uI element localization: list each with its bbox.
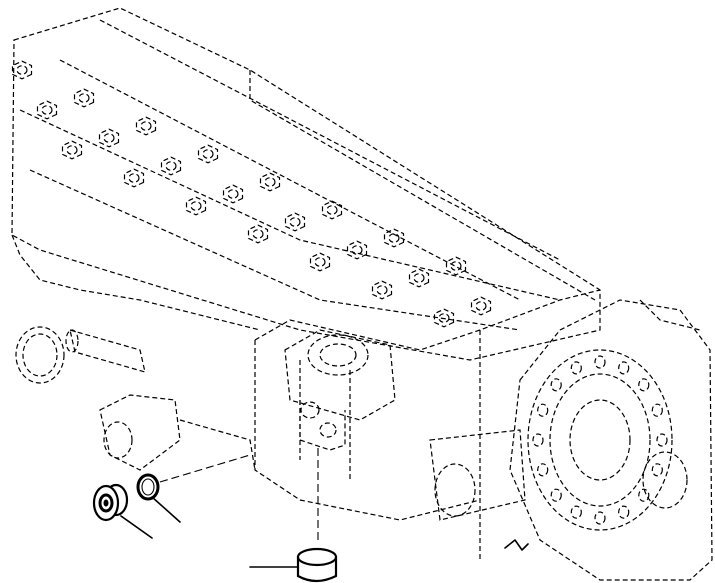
nut-bore (376, 285, 388, 295)
nut-bore (78, 93, 90, 103)
hex-nut-icon (73, 88, 95, 108)
bolt-hole (550, 488, 562, 502)
nut-bore (16, 65, 28, 75)
bolt-hole (656, 433, 668, 447)
hex-nut-icon (247, 224, 269, 244)
bolt-hole (550, 378, 562, 392)
thermostat-housing (284, 329, 396, 451)
hex-nut-icon (98, 128, 120, 148)
hex-nut-icon (222, 184, 244, 204)
hex-nut-icon (383, 228, 405, 248)
bolt-hole (594, 511, 606, 525)
hex-nut-icon (11, 60, 33, 80)
cylinder-head-outline (11, 7, 601, 361)
hex-nut-icon (197, 144, 219, 164)
plug-leader-line (120, 515, 153, 539)
nut-bore (326, 205, 338, 215)
nut-bore (289, 217, 301, 227)
bolt-hole (638, 378, 650, 392)
o-ring-leader-line (151, 496, 181, 523)
nut-bore (140, 121, 152, 131)
hex-nut-icon (259, 172, 281, 192)
hex-nut-icon (408, 268, 430, 288)
nut-bore (128, 173, 140, 183)
hex-nut-icon (445, 256, 467, 276)
nut-bore (252, 229, 264, 239)
flywheel-housing (509, 299, 713, 581)
bolt-hole (537, 403, 549, 417)
hex-nut-icon (61, 140, 83, 160)
front-housing-outline (254, 289, 601, 560)
bolt-hole (651, 403, 663, 417)
bolt-hole (638, 488, 650, 502)
bolt-hole (618, 361, 630, 375)
hex-nut-icon (433, 308, 455, 328)
hex-nut-icon (284, 212, 306, 232)
bolt-hole (594, 355, 606, 369)
hex-nut-icon (321, 200, 343, 220)
bolt-hole (570, 361, 582, 375)
o-ring-axis-line (159, 454, 251, 483)
bolt-circle (532, 355, 668, 525)
bolt-hole (537, 463, 549, 477)
hex-nut-icon (185, 196, 207, 216)
nut-bore (227, 189, 239, 199)
nut-bore (438, 313, 450, 323)
nut-bore (388, 233, 400, 243)
nut-bore (66, 145, 78, 155)
bolt-hole (570, 505, 582, 519)
valve-gear-cluster (11, 60, 492, 328)
nut-bore (450, 261, 462, 271)
hex-nut-icon (371, 280, 393, 300)
hex-nut-icon (36, 100, 58, 120)
nut-bore (165, 161, 177, 171)
nut-bore (351, 245, 363, 255)
bolt-hole (651, 463, 663, 477)
hex-nut-icon (346, 240, 368, 260)
lower-bracket (504, 539, 529, 551)
nut-bore (103, 133, 115, 143)
o-ring (136, 473, 160, 501)
nut-bore (190, 201, 202, 211)
bolt-hole (618, 505, 630, 519)
nut-bore (264, 177, 276, 187)
nut-bore (202, 149, 214, 159)
coolant-pipe-and-bracket (15, 326, 256, 471)
nut-bore (314, 257, 326, 267)
bolt-hole (532, 433, 544, 447)
nut-bore (413, 273, 425, 283)
nut-bore (41, 105, 53, 115)
hex-nut-icon (309, 252, 331, 272)
cup-plug (296, 547, 338, 583)
hex-nut-icon (123, 168, 145, 188)
nut-bore (475, 301, 487, 311)
plug-with-washer (92, 483, 129, 522)
hex-nut-icon (470, 296, 492, 316)
hex-nut-icon (135, 116, 157, 136)
hex-nut-icon (160, 156, 182, 176)
